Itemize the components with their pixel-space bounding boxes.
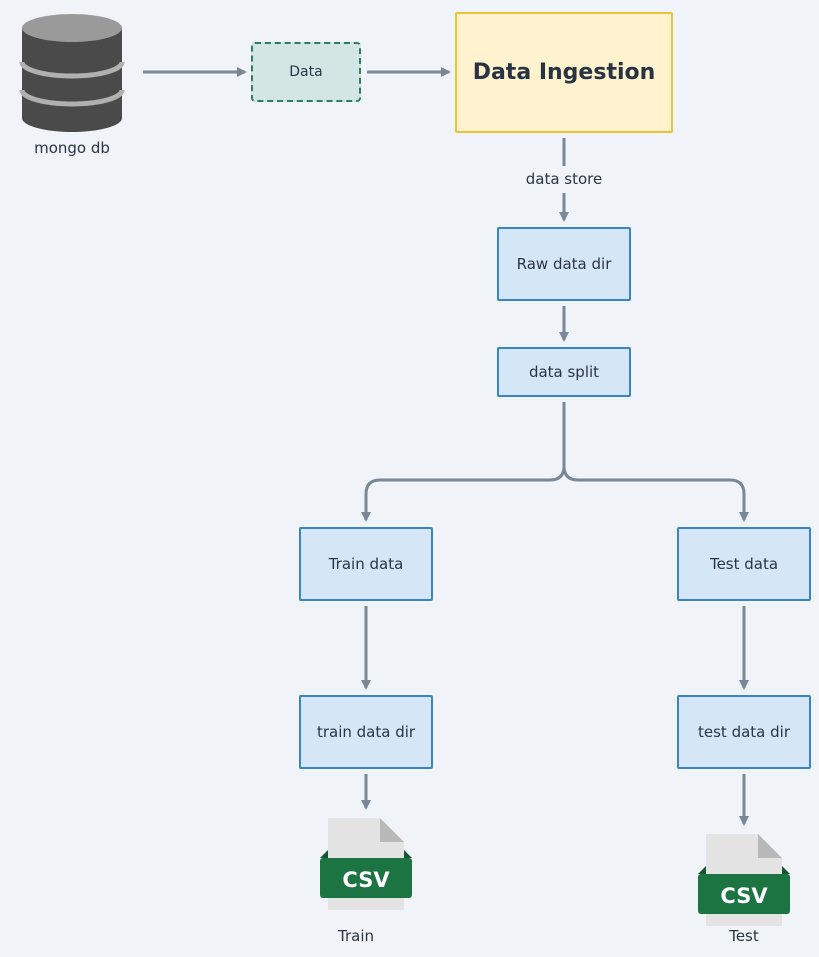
train-file-label: Train <box>338 927 374 945</box>
test-file-label: Test <box>729 927 759 945</box>
arrow-split-to-test <box>562 465 749 522</box>
arrow-split-to-train <box>361 402 566 522</box>
csv-file-icon-test: CSV <box>698 834 790 926</box>
data-split-node: data split <box>497 347 631 397</box>
raw-data-dir-node: Raw data dir <box>497 227 631 301</box>
data-store-label: data store <box>525 170 603 188</box>
database-label: mongo db <box>34 139 110 157</box>
database-icon <box>19 14 125 132</box>
train-data-node: Train data <box>299 527 433 601</box>
data-node: Data <box>251 42 361 102</box>
test-data-node: Test data <box>677 527 811 601</box>
test-data-dir-node: test data dir <box>677 695 811 769</box>
data-ingestion-node: Data Ingestion <box>455 12 673 133</box>
csv-badge-test: CSV <box>720 884 768 908</box>
csv-file-icon-train: CSV <box>320 818 412 910</box>
train-data-dir-node: train data dir <box>299 695 433 769</box>
csv-badge-train: CSV <box>342 868 390 892</box>
